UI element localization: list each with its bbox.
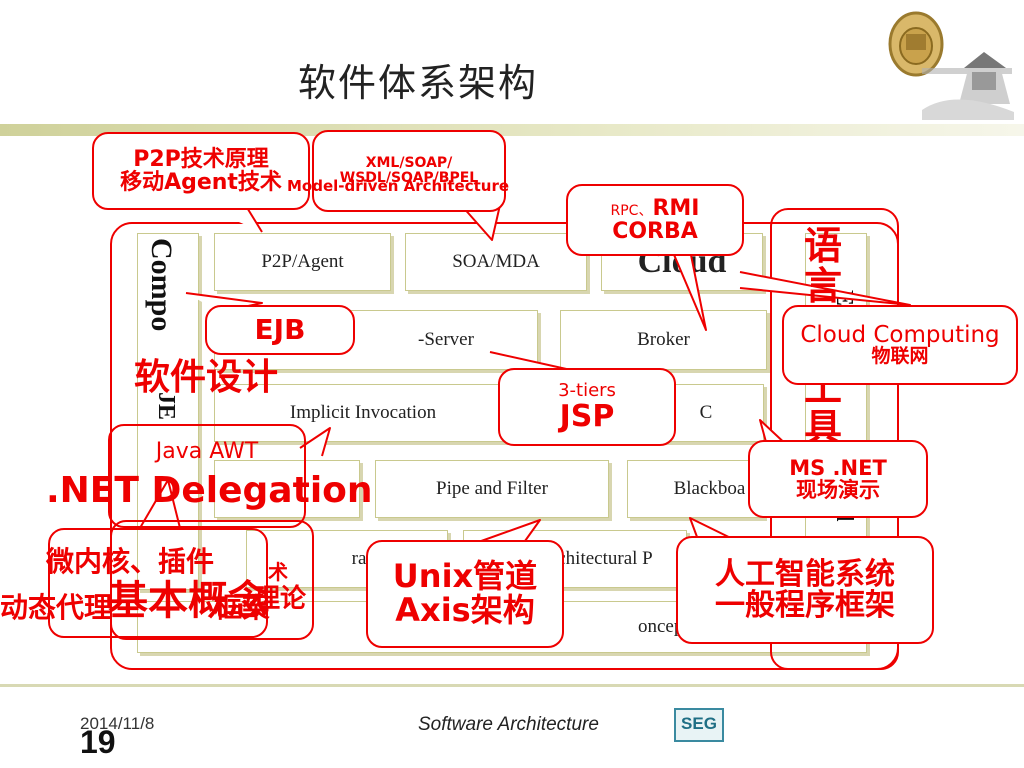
footer-line <box>0 684 1024 687</box>
footer-title: Software Architecture <box>418 714 599 735</box>
callout-xml-soap: XML/SOAP/ WSDL/SOAP/BPEL <box>312 130 506 212</box>
callout-unix-pipe: Unix管道 Axis架构 <box>366 540 564 648</box>
layer-layered <box>214 460 360 518</box>
callout-ejb: EJB <box>205 305 355 355</box>
callout-software-design: 软件设计 <box>134 357 279 398</box>
callout-language-char1: 语 <box>804 224 843 268</box>
callout-basic-concepts-frame <box>110 520 314 640</box>
callout-ai-systems: 人工智能系统 一般程序框架 <box>676 536 934 644</box>
slide-title: 软件体系架构 <box>298 61 539 105</box>
callout-rmi-main: RMI <box>652 195 700 221</box>
callout-microkernel-line2: 动态代理 <box>0 591 113 624</box>
university-logo <box>864 8 1014 120</box>
callout-frame-fragment: 框架 <box>214 591 271 624</box>
callout-ms-net: MS .NET 现场演示 <box>748 440 928 518</box>
callout-tech-fragment: 术 <box>268 560 288 584</box>
callout-3-tiers: 3-tiers JSP <box>498 368 676 446</box>
layer-blackboard-label: Blackboa <box>673 478 746 499</box>
callout-java-awt-label: Java AWT <box>155 439 259 464</box>
callout-net-delegation: .NET Delegation <box>46 470 373 511</box>
callout-ai-line1: 人工智能系统 <box>715 556 895 592</box>
callout-theory-fragment: 理论 <box>254 584 307 614</box>
layer-soa-mda: SOA/MDA <box>405 233 587 291</box>
callout-xml-line3: Model-driven Architecture <box>287 177 510 195</box>
callout-microkernel-frame <box>48 528 268 638</box>
callout-java-awt: Java AWT <box>108 424 306 528</box>
callout-language: 语 言 <box>804 226 842 306</box>
callout-3-tiers-line2: JSP <box>559 398 615 434</box>
footer-date: 2014/11/8 <box>80 714 155 733</box>
callout-unix-line2: Axis架构 <box>395 591 535 629</box>
layer-client-server-label: -Server <box>418 329 474 350</box>
callout-unix-line1: Unix管道 <box>392 557 538 596</box>
callout-rmi: RPC、RMI CORBA <box>566 184 744 256</box>
callout-ms-net-line1: MS .NET <box>789 455 887 480</box>
callout-ms-net-line2: 现场演示 <box>796 478 880 502</box>
layer-mvc-label: C <box>699 402 713 423</box>
callout-microkernel-line1: 微内核、插件 <box>46 545 215 578</box>
callout-3-tiers-line1: 3-tiers <box>558 379 616 401</box>
callout-xml-line2: WSDL/SOAP/BPEL <box>339 170 479 186</box>
callout-rmi-line2: CORBA <box>612 219 698 244</box>
layer-blackboard: Blackboa <box>627 460 764 518</box>
page-number: 19 <box>80 724 116 760</box>
callout-cloud-computing: Cloud Computing 物联网 <box>782 305 1018 385</box>
seg-logo-text: SEG <box>681 714 717 733</box>
layer-architectural-patterns-label: chitectural P <box>557 548 653 569</box>
callout-basic-concepts: 基本概念 <box>108 578 268 624</box>
callout-xml-line1: XML/SOAP/ <box>365 155 453 172</box>
callout-p2p: P2P技术原理 移动Agent技术 <box>92 132 310 210</box>
layer-broker: Broker <box>560 310 767 370</box>
callout-rmi-prefix: RPC、 <box>610 202 653 219</box>
callout-cloud-line2: 物联网 <box>871 345 929 368</box>
callout-p2p-line1: P2P技术原理 <box>133 146 269 172</box>
callout-rmi-line1: RPC、RMI <box>611 197 700 220</box>
layer-p2p-agent: P2P/Agent <box>214 233 391 291</box>
callout-ai-line2: 一般程序框架 <box>715 588 895 623</box>
callout-p2p-line2: 移动Agent技术 <box>120 170 282 195</box>
callout-cloud-line1: Cloud Computing <box>800 321 1000 348</box>
seg-logo: SEG <box>674 708 724 742</box>
layer-implicit-invocation: Implicit Invocation <box>214 384 512 442</box>
component-vertical-label-small: JE <box>153 392 179 421</box>
layer-pipe-filter: Pipe and Filter <box>375 460 609 518</box>
callout-language-char2: 言 <box>804 264 843 308</box>
component-vertical-label: Compo <box>145 238 178 332</box>
